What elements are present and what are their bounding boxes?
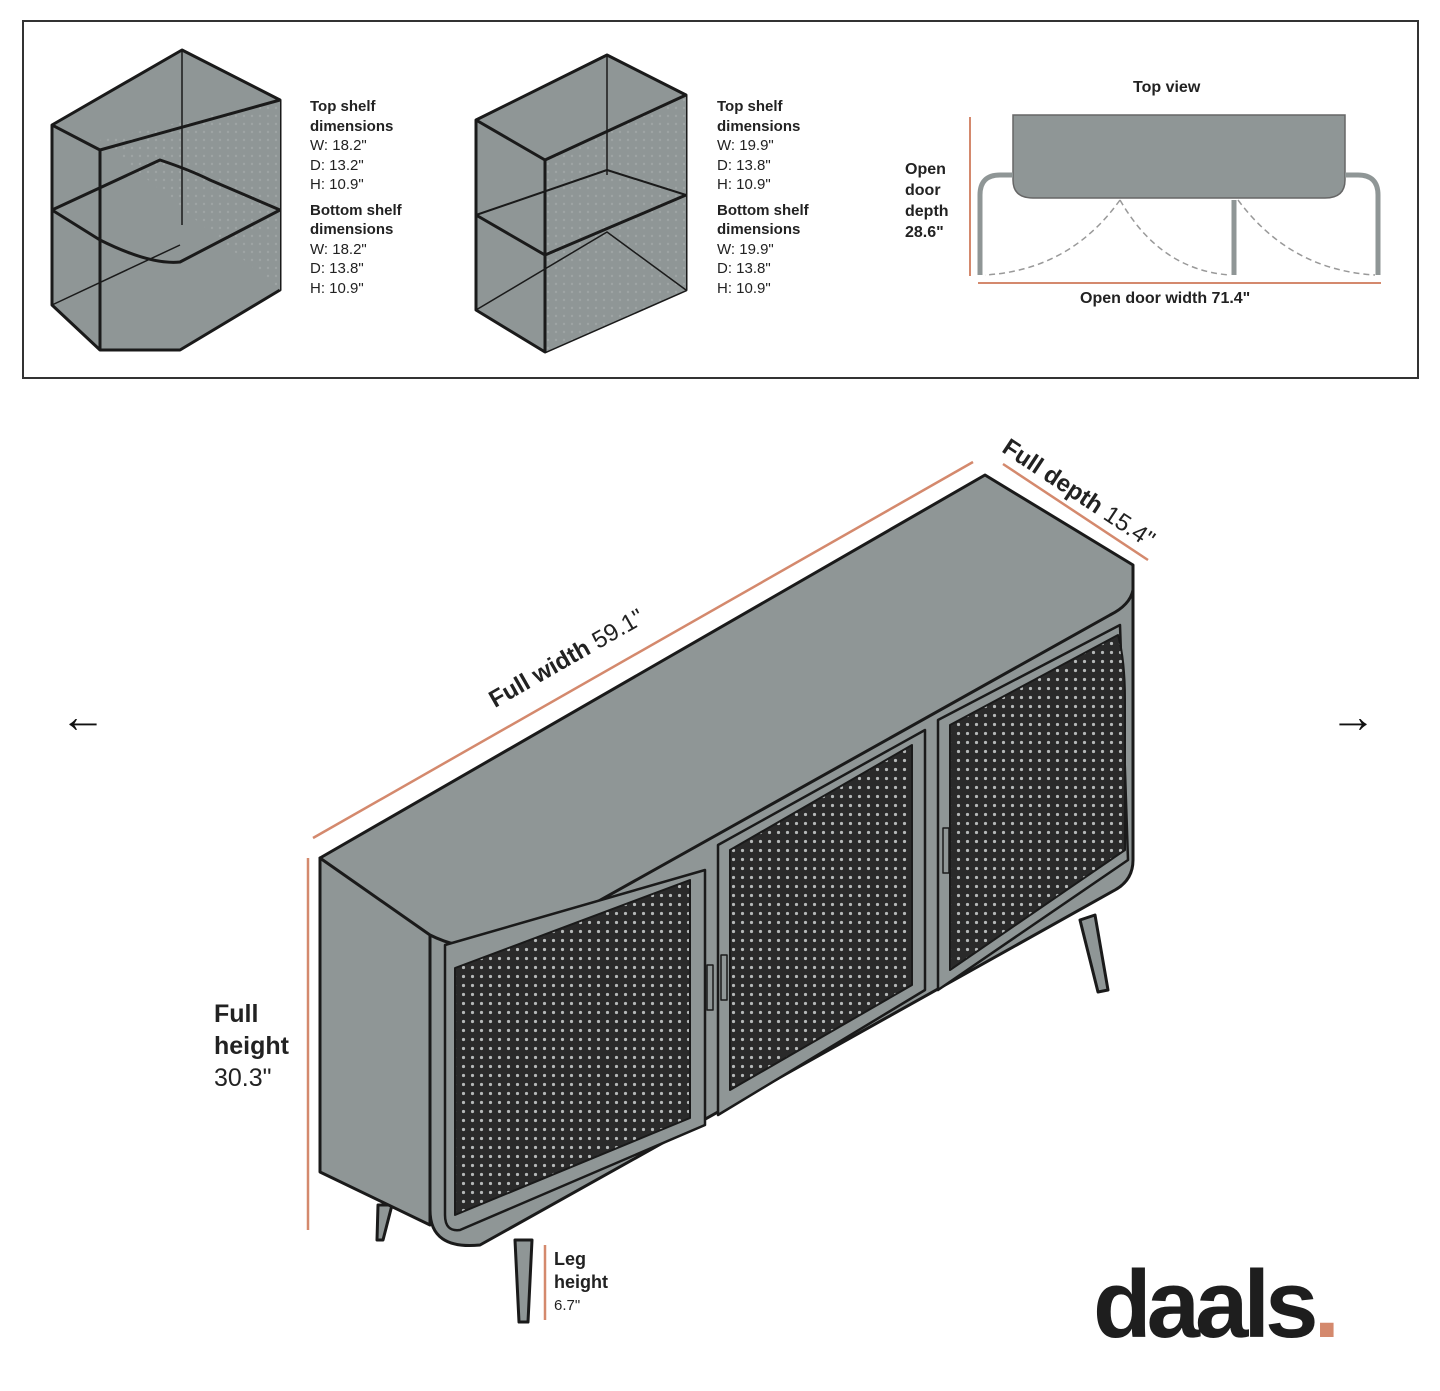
bottom-shelf-subtitle: dimensions — [717, 221, 801, 238]
logo-dot: . — [1313, 1251, 1340, 1358]
middle-shelf-illustration — [474, 53, 688, 354]
top-shelf-title: Top shelf — [717, 98, 783, 115]
top-view-title: Top view — [1133, 79, 1201, 96]
depth-line-3: depth — [905, 203, 949, 220]
logo-text: daals — [1093, 1251, 1318, 1358]
sideboard-illustration — [318, 473, 1135, 1324]
dimension-lines — [306, 460, 1149, 1320]
open-door-depth-label: Open door depth 28.6" — [905, 159, 949, 243]
top-view-diagram — [969, 114, 1381, 284]
top-shelf-subtitle: dimensions — [717, 117, 801, 135]
bottom-shelf-subtitle: dimensions — [310, 221, 394, 238]
full-height-value: 30.3" — [214, 1064, 272, 1092]
bottom-shelf-width: W: 18.2" — [310, 240, 367, 258]
shelf-dimensions-panel — [22, 20, 1419, 379]
middle-shelf-specs: Top shelf dimensions W: 19.9" D: 13.8" H… — [717, 97, 809, 298]
leg-height-line-1: Leg — [554, 1249, 587, 1269]
top-shelf-title: Top shelf — [310, 98, 376, 115]
open-door-width-label: Open door width 71.4" — [1080, 290, 1251, 307]
bottom-shelf-depth: D: 13.8" — [310, 260, 364, 277]
left-shelf-illustration — [50, 48, 282, 352]
top-shelf-width: W: 19.9" — [717, 137, 774, 154]
arrow-right-icon[interactable]: → — [1330, 690, 1376, 742]
depth-value: 28.6" — [905, 224, 944, 241]
leg-height-label: Leg height 6.7" — [554, 1248, 608, 1317]
bottom-shelf-title: Bottom shelf — [310, 201, 402, 219]
top-shelf-depth: D: 13.2" — [310, 156, 364, 174]
full-height-line-2: height — [214, 1032, 289, 1060]
left-shelf-specs: Top shelf dimensions W: 18.2" D: 13.2" H… — [310, 97, 402, 298]
daals-logo: daals. — [1093, 1250, 1340, 1360]
bottom-shelf-depth: D: 13.8" — [717, 260, 771, 277]
bottom-shelf-height: H: 10.9" — [310, 279, 364, 297]
top-shelf-subtitle: dimensions — [310, 117, 394, 135]
leg-height-value: 6.7" — [554, 1297, 581, 1314]
depth-line-2: door — [905, 182, 941, 199]
bottom-shelf-title: Bottom shelf — [717, 201, 809, 219]
top-shelf-height: H: 10.9" — [717, 176, 771, 193]
bottom-shelf-width: W: 19.9" — [717, 240, 774, 258]
leg-height-line-2: height — [554, 1272, 608, 1292]
full-height-line-1: Full — [214, 1000, 259, 1028]
top-shelf-height: H: 10.9" — [310, 176, 364, 193]
depth-line-1: Open — [905, 161, 946, 178]
bottom-shelf-height: H: 10.9" — [717, 279, 771, 297]
top-shelf-depth: D: 13.8" — [717, 156, 771, 174]
arrow-left-icon[interactable]: ← — [60, 690, 106, 742]
top-shelf-width: W: 18.2" — [310, 137, 367, 154]
full-height-label: Full height 30.3" — [214, 998, 289, 1094]
